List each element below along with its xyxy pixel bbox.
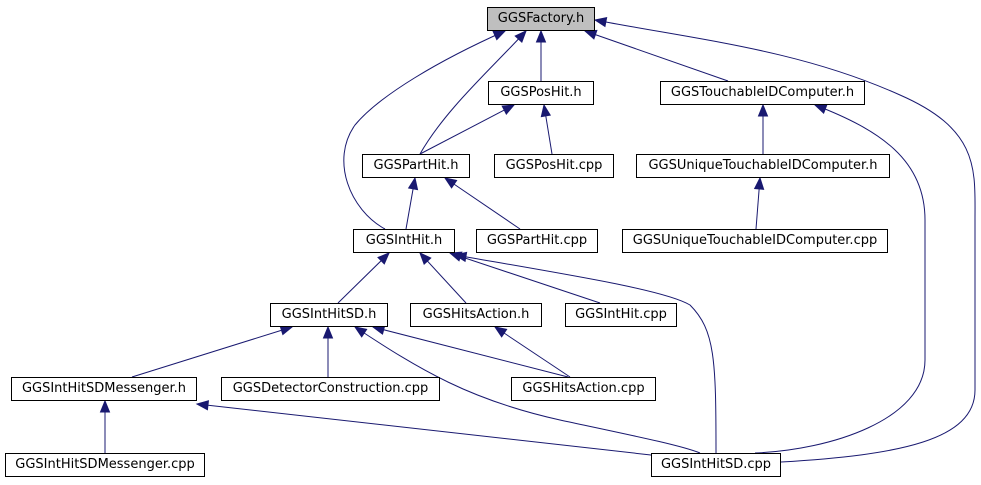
edge-inthitsd-h-to-inthitsd-cpp: [354, 326, 701, 454]
node-ggsparthit-h[interactable]: GGSPartHit.h: [362, 154, 470, 178]
node-ggsuniquetouchableidcomputer-h[interactable]: GGSUniqueTouchableIDComputer.h: [636, 154, 890, 178]
node-ggsuniquetouchableidcomputer-cpp[interactable]: GGSUniqueTouchableIDComputer.cpp: [622, 229, 888, 253]
edge-inthit-h-to-inthit-cpp: [449, 252, 601, 304]
edge-inthit-h-to-inthitsd-cpp: [454, 254, 717, 454]
arrowhead-factory-h-to-inthitsd-cpp: [593, 16, 608, 28]
edge-inthitsd-h-to-hitsaction-cpp: [372, 326, 569, 378]
node-ggsposhit-cpp[interactable]: GGSPosHit.cpp: [494, 154, 614, 178]
node-ggsinthitsdmessenger-cpp[interactable]: GGSIntHitSDMessenger.cpp: [5, 453, 205, 477]
arrowhead-poshit-h-to-parthit-h: [501, 104, 516, 115]
node-ggsfactory-h: GGSFactory.h: [487, 7, 595, 31]
arrowhead-parthit-h-to-inthit-h: [407, 176, 419, 191]
node-ggsparthit-cpp[interactable]: GGSPartHit.cpp: [476, 229, 598, 253]
node-ggsposhit-h[interactable]: GGSPosHit.h: [488, 81, 594, 105]
arrowhead-touchable-h-to-unique-h: [757, 103, 769, 117]
arrowhead-inthitsd-h-to-inthitsd-cpp: [353, 326, 368, 338]
edge-factory-h-to-inthitsd-cpp: [594, 19, 976, 463]
edge-factory-h-to-touchable-h: [584, 30, 729, 82]
arrowhead-messenger-h-to-messenger-cpp: [99, 399, 111, 413]
arrowhead-factory-h-to-poshit-h: [535, 29, 547, 43]
arrowhead-factory-h-to-touchable-h: [583, 29, 598, 40]
arrowhead-factory-h-to-inthit-h: [492, 30, 507, 41]
node-ggshitsaction-cpp[interactable]: GGSHitsAction.cpp: [511, 377, 656, 401]
arrowhead-inthitsd-h-to-messenger-h: [279, 325, 294, 336]
node-ggsinthit-h[interactable]: GGSIntHit.h: [353, 229, 455, 253]
arrowhead-hitsaction-h-to-hitsaction-cpp: [493, 326, 508, 338]
node-ggstouchableidcomputer-h[interactable]: GGSTouchableIDComputer.h: [660, 81, 865, 105]
node-ggsinthitsd-cpp[interactable]: GGSIntHitSD.cpp: [651, 453, 781, 477]
node-ggsinthitsdmessenger-h[interactable]: GGSIntHitSDMessenger.h: [11, 377, 197, 401]
edge-factory-h-to-inthit-h: [343, 30, 506, 230]
arrowhead-touchable-h-to-inthitsd-cpp: [813, 104, 828, 115]
arrowhead-parthit-h-to-parthit-cpp: [443, 177, 458, 189]
arrowhead-poshit-h-to-poshit-cpp: [540, 103, 552, 118]
arrowhead-inthitsd-h-to-detector-cpp: [322, 325, 334, 339]
node-ggsdetectorconstruction-cpp[interactable]: GGSDetectorConstruction.cpp: [221, 377, 440, 401]
arrowhead-inthit-h-to-inthitsd-cpp: [453, 251, 468, 263]
edge-factory-h-to-parthit-h: [419, 30, 527, 155]
edge-inthit-h-to-inthitsd-h: [337, 252, 390, 304]
arrowhead-inthit-h-to-hitsaction-h: [419, 252, 432, 266]
edge-hitsaction-h-to-hitsaction-cpp: [494, 326, 571, 378]
node-ggshitsaction-h[interactable]: GGSHitsAction.h: [410, 303, 542, 327]
arrowhead-inthit-h-to-inthitsd-h: [377, 252, 390, 265]
edge-inthitsd-h-to-messenger-h: [131, 326, 293, 378]
node-ggsinthit-cpp[interactable]: GGSIntHit.cpp: [565, 303, 677, 327]
edge-messenger-h-to-inthitsd-cpp: [196, 403, 661, 457]
edge-poshit-h-to-parthit-h: [419, 104, 515, 155]
edge-parthit-h-to-parthit-cpp: [444, 177, 521, 230]
arrowhead-messenger-h-to-inthitsd-cpp: [195, 400, 210, 411]
node-ggsinthitsd-h[interactable]: GGSIntHitSD.h: [270, 303, 388, 327]
edge-touchable-h-to-inthitsd-cpp: [754, 104, 926, 454]
arrowhead-unique-h-to-unique-cpp: [753, 176, 765, 190]
arrowhead-factory-h-to-parthit-h: [514, 30, 527, 44]
